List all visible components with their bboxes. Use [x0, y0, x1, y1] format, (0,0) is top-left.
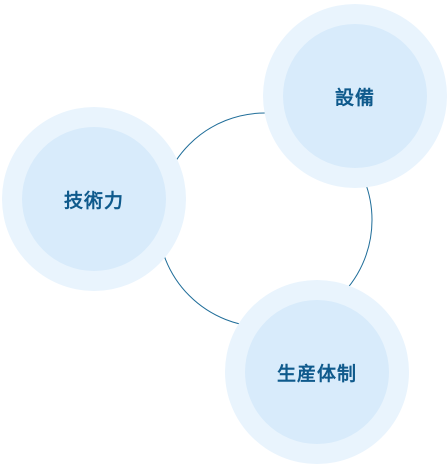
- node-equipment-label: 設備: [334, 86, 375, 109]
- node-skill: 技術力: [2, 107, 186, 291]
- node-skill-label: 技術力: [63, 189, 124, 212]
- node-skill-inner: 技術力: [22, 127, 166, 271]
- node-production-label: 生産体制: [276, 362, 357, 385]
- node-production-inner: 生産体制: [245, 300, 389, 444]
- node-production: 生産体制: [225, 280, 409, 464]
- node-equipment: 設備: [263, 4, 447, 188]
- node-equipment-inner: 設備: [283, 24, 427, 168]
